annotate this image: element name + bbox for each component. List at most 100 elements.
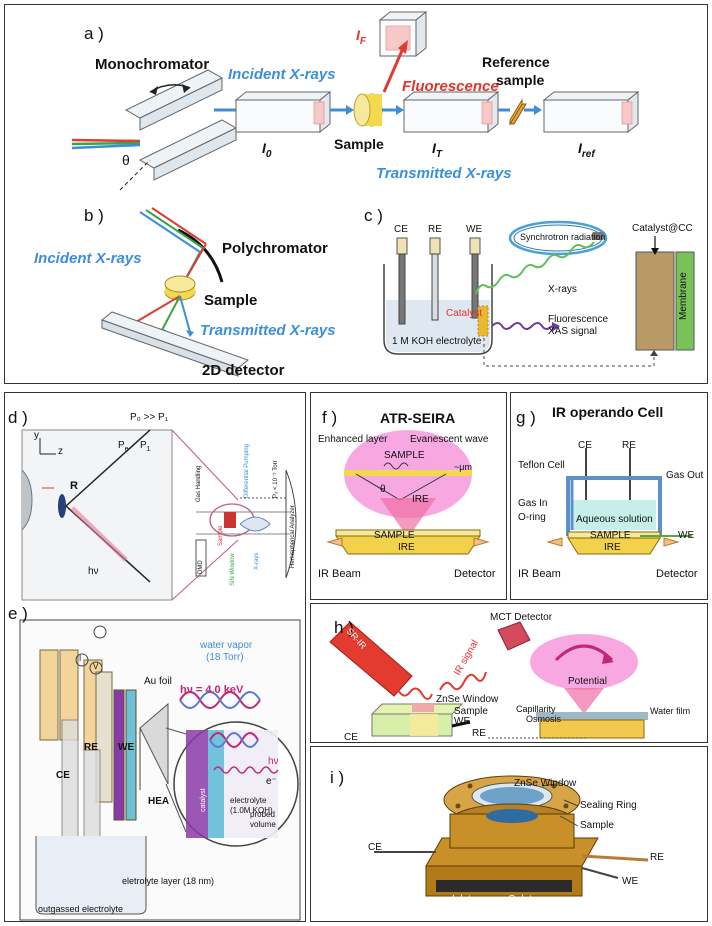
i0-label: I0 xyxy=(262,140,272,160)
transmitted-xrays-label: Transmitted X-rays xyxy=(376,165,512,182)
i-re-label: RE xyxy=(650,852,664,863)
g-gasin-label: Gas In xyxy=(518,498,548,509)
g-teflon-label: Teflon Cell xyxy=(518,460,565,471)
b-incident-label: Incident X-rays xyxy=(34,250,142,267)
e-energy-label: hν = 4.0 keV xyxy=(180,684,244,696)
incident-xrays-label: Incident X-rays xyxy=(228,66,336,83)
panel-d-label: d ) xyxy=(8,408,28,427)
h-capillarity-label: Capillarity xyxy=(516,704,556,714)
e-au-label: Au foil xyxy=(144,676,172,687)
g-we-label: WE xyxy=(678,530,695,541)
c-re-label: RE xyxy=(428,224,442,235)
c-we-label: WE xyxy=(466,224,483,235)
polychromator-label: Polychromator xyxy=(222,240,328,257)
c-ce-label: CE xyxy=(394,224,408,235)
d-pe-label: Pe xyxy=(118,440,129,453)
e-outgassed-label: outgassed electrolyte xyxy=(38,904,124,914)
f-enhanced-label: Enhanced layer xyxy=(318,434,388,445)
f-title: ATR-SEIRA xyxy=(380,410,456,426)
e-electrolyte-label: electrolyte xyxy=(230,796,267,805)
h-znse-label: ZnSe Window xyxy=(436,694,499,705)
e-ce-label: CE xyxy=(56,770,70,781)
h-water-label: Water film xyxy=(650,706,691,716)
h-we-label: WE xyxy=(454,716,471,727)
2d-detector-label: 2D detector xyxy=(202,362,285,379)
h-sample-label: Sample xyxy=(454,706,488,717)
panel-i-label: i ) xyxy=(330,768,345,787)
e-electron-label: e⁻ xyxy=(266,776,277,787)
e-electrolyte2-label: (1.0M KOH) xyxy=(230,806,273,815)
b-transmitted-label: Transmitted X-rays xyxy=(200,322,336,339)
e-v-label: V xyxy=(93,662,99,671)
f-um-label: ~μm xyxy=(454,462,472,472)
f-ire2-label: IRE xyxy=(398,542,415,553)
h-mct-label: MCT Detector xyxy=(490,612,553,623)
f-ire-label: IRE xyxy=(412,494,429,505)
sample-label: Sample xyxy=(334,136,384,152)
c-fluorescence-label: Fluorescence xyxy=(548,314,609,325)
g-aqueous-label: Aqueous solution xyxy=(576,514,653,525)
e-hea-label: HEA xyxy=(148,796,170,807)
e-i-label: I xyxy=(79,654,82,663)
e-layer-label: eletrolyte layer (18 nm) xyxy=(122,876,215,886)
synchrotron-label: Synchrotron radiation xyxy=(520,232,606,242)
panel-h-label: h ) xyxy=(334,618,354,637)
i-sample-label: Sample xyxy=(580,820,614,831)
f-evanescent-label: Evanescent wave xyxy=(410,434,489,445)
panel-c-label: c ) xyxy=(364,206,383,225)
g-title: IR operando Cell xyxy=(552,404,664,420)
g-gasout-label: Gas Out xyxy=(666,470,704,481)
h-potential-label: Potential xyxy=(568,676,607,687)
f-beam-label: IR Beam xyxy=(318,568,361,580)
c-xrays-label: X-rays xyxy=(548,284,577,295)
monochromator-label: Monochromator xyxy=(95,56,210,73)
i-sealing-label: Sealing Ring xyxy=(580,800,637,811)
catalyst-cc-label: Catalyst@CC xyxy=(632,223,693,234)
c-electrolyte-label: 1 M KOH electrolyte xyxy=(392,336,482,347)
i-ce-label: CE xyxy=(368,842,382,853)
panel-g-frame xyxy=(510,392,708,600)
panel-b-label: b ) xyxy=(84,206,104,225)
e-we-label: WE xyxy=(118,742,135,753)
d-r-label: R xyxy=(70,480,78,492)
d-z-label: z xyxy=(58,446,63,457)
reference-label: Reference xyxy=(482,54,550,70)
i-znse-label: ZnSe Window xyxy=(514,778,577,789)
g-sample-label: SAMPLE xyxy=(590,530,631,541)
panel-a-label: a ) xyxy=(84,24,104,43)
i-inlet-label: Inlet xyxy=(452,894,471,905)
iref-label: Iref xyxy=(578,140,595,160)
fluorescence-label: Fluorescence xyxy=(402,78,499,95)
g-oring-label: O-ring xyxy=(518,512,546,523)
g-beam-label: IR Beam xyxy=(518,568,561,580)
e-vapor-label: water vapor xyxy=(200,640,253,651)
e-re-label: RE xyxy=(84,742,98,753)
g-re-label: RE xyxy=(622,440,636,451)
e-probed2-label: volume xyxy=(250,820,276,829)
g-ce-label: CE xyxy=(578,440,592,451)
i-we-label: WE xyxy=(622,876,639,887)
i-onlet-label: Onlet xyxy=(508,894,532,905)
if-label: IF xyxy=(356,27,366,47)
d-p0-label: P₀ >> P₁ xyxy=(130,412,169,423)
f-sample2-label: SAMPLE xyxy=(374,530,415,541)
h-osmosis-label: Osmosis xyxy=(526,714,562,724)
c-catalyst-label: Catalyst xyxy=(446,308,483,319)
h-ce-label: CE xyxy=(344,732,358,743)
b-sample-label: Sample xyxy=(204,292,258,309)
g-ire-label: IRE xyxy=(604,542,621,553)
d-y-label: y xyxy=(34,430,39,441)
f-sample-label: SAMPLE xyxy=(384,450,425,461)
panel-g-label: g ) xyxy=(516,408,536,427)
reference-sample-label: sample xyxy=(496,72,545,88)
e-hv-label: hν xyxy=(268,756,279,767)
d-hv-label: hν xyxy=(88,566,99,577)
